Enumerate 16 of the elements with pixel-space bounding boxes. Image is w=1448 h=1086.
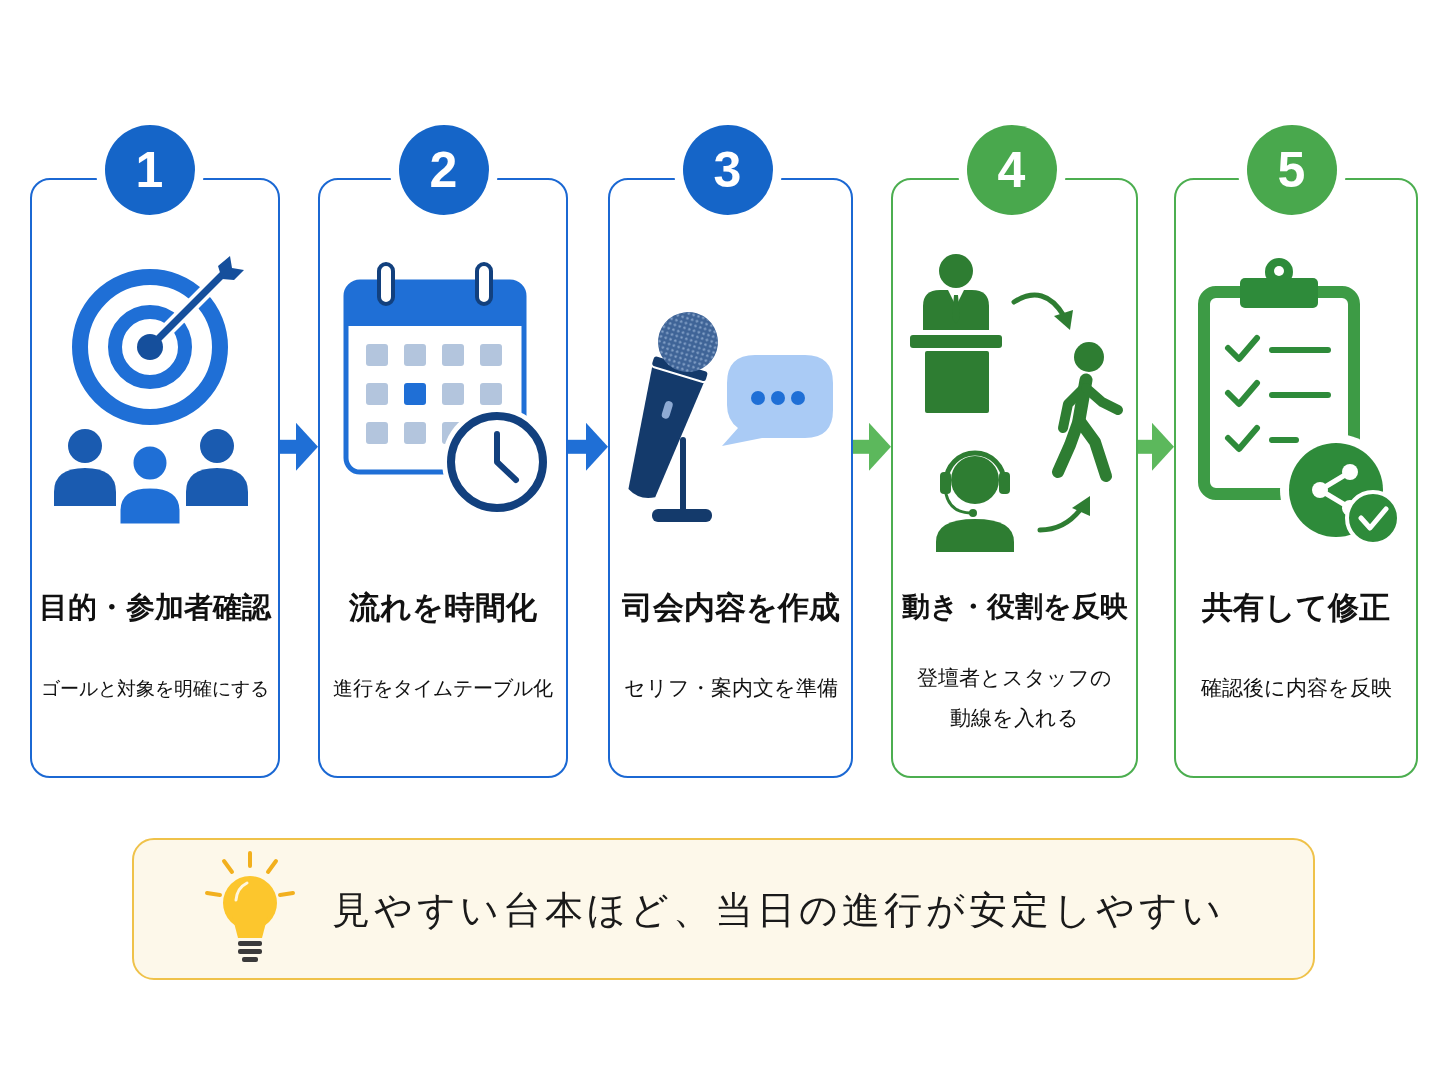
step-title: 司会内容を作成 — [621, 587, 840, 627]
tip-text: 見やすい台本ほど、当日の進行が安定しやすい — [331, 886, 1225, 934]
step-title: 目的・参加者確認 — [39, 588, 271, 626]
arrow — [853, 422, 891, 471]
tip-banner — [132, 838, 1315, 980]
step-title: 共有して修正 — [1202, 587, 1390, 627]
step-description: 確認後に内容を反映 — [1200, 674, 1392, 702]
step-title: 流れを時間化 — [349, 587, 537, 627]
arrow — [568, 422, 608, 471]
step-description: セリフ・案内文を準備 — [623, 674, 838, 702]
step-description: 進行をタイムテーブル化 — [333, 674, 553, 702]
arrow — [1138, 422, 1174, 471]
step-description: ゴールと対象を明確にする — [41, 675, 269, 701]
step-description: 登壇者とスタッフの動線を入れる — [916, 664, 1113, 732]
step-title: 動き・役割を反映 — [901, 588, 1128, 625]
arrow — [280, 422, 318, 471]
